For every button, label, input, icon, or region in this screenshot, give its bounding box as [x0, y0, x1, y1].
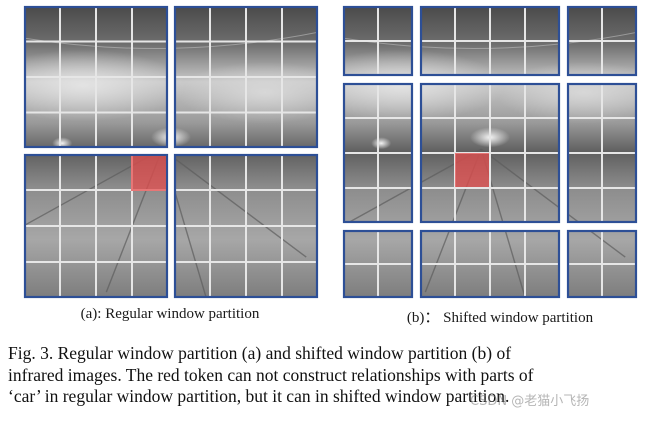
caption-line: Fig. 3. Regular window partition (a) and…	[8, 343, 512, 363]
window-border	[342, 82, 414, 224]
window-border	[173, 153, 319, 299]
watermark: CSDN @老猫小飞扬	[470, 394, 590, 409]
window-border	[419, 5, 561, 77]
red-token	[455, 153, 489, 187]
window-border	[23, 153, 169, 299]
window-border	[173, 5, 319, 149]
red-token	[131, 156, 166, 191]
panel-b-shifted-window	[342, 5, 638, 299]
caption-line: ‘car’ in regular window partition, but i…	[8, 386, 510, 406]
caption-line: infrared images. The red token can not c…	[8, 364, 534, 385]
figure-caption: Fig. 3. Regular window partition (a) and…	[8, 343, 654, 408]
panel-a-regular-window	[23, 5, 319, 299]
window-border	[419, 229, 561, 299]
panel-b-label: (b)： Shifted window partition	[406, 310, 594, 326]
window-border	[23, 5, 169, 149]
window-border	[566, 229, 638, 299]
window-border	[419, 82, 561, 224]
window-border	[566, 82, 638, 224]
window-border	[342, 5, 414, 77]
panel-a-label: (a): Regular window partition	[80, 306, 260, 322]
window-border	[566, 5, 638, 77]
window-border	[342, 229, 414, 299]
